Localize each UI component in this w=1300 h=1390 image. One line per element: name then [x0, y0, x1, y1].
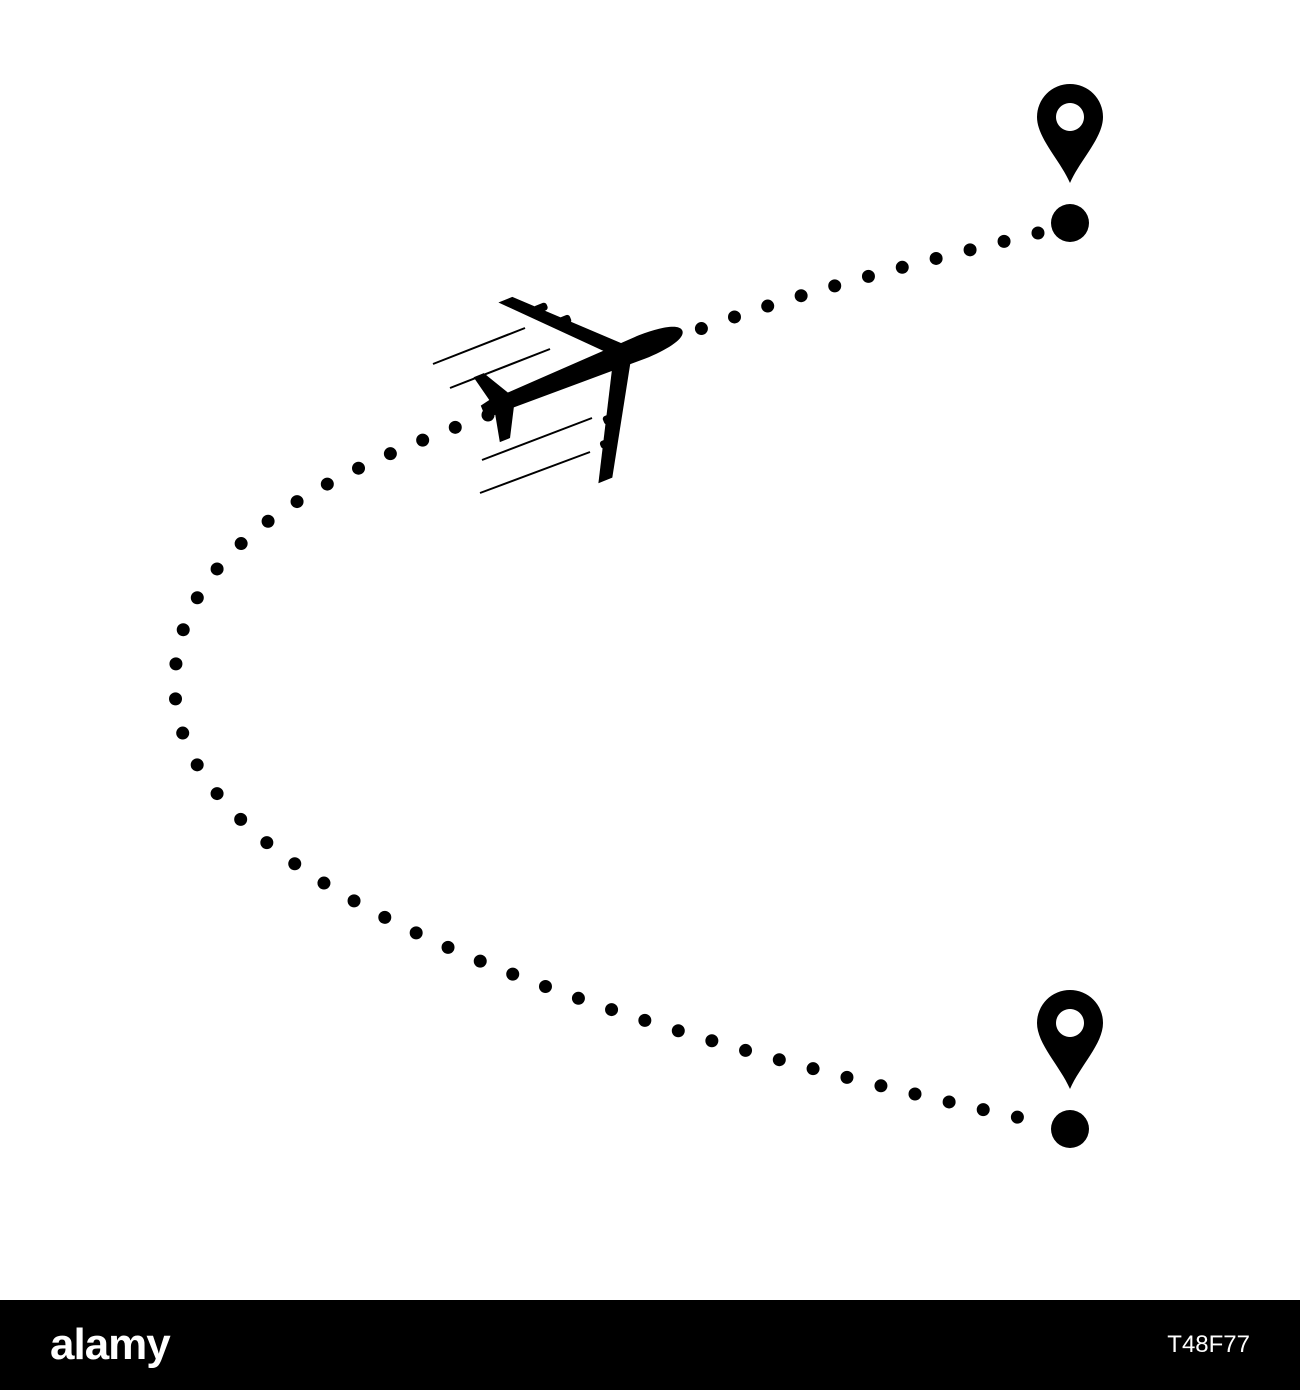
origin-pin-icon — [1037, 990, 1103, 1148]
alamy-logo: alamy — [50, 1320, 171, 1369]
airplane-icon — [473, 296, 683, 484]
footer-bar: alamy T48F77 — [0, 1300, 1300, 1390]
image-id: T48F77 — [1167, 1331, 1250, 1358]
destination-pin-icon — [1037, 84, 1103, 242]
dotted-flight-path — [168, 226, 1047, 1129]
speed-lines — [432, 327, 593, 494]
flight-route-illustration — [168, 84, 1103, 1148]
